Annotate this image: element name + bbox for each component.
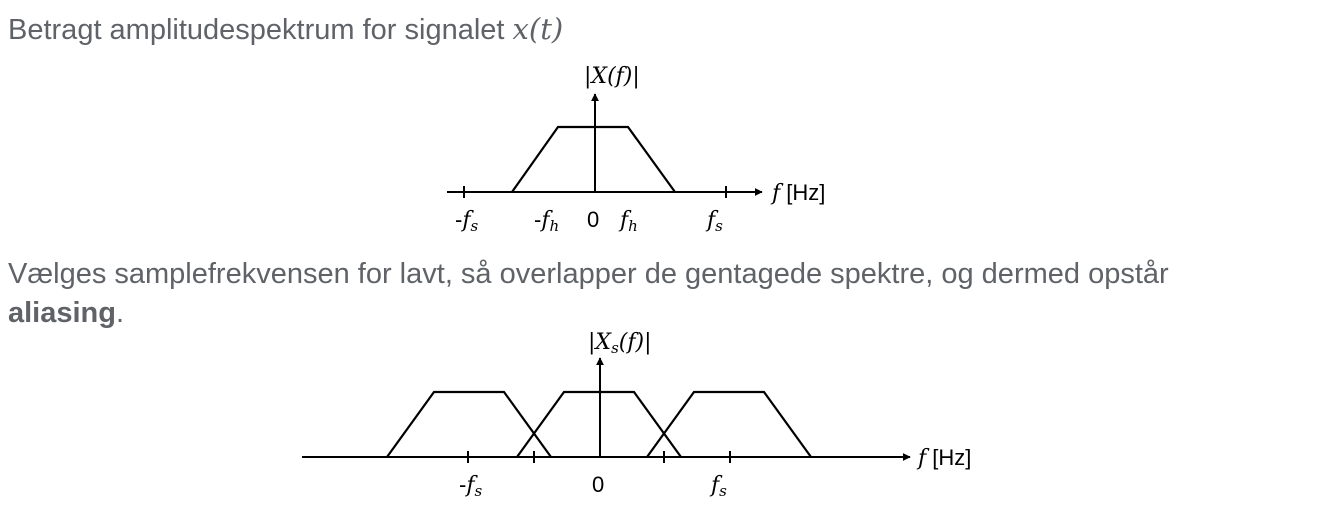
d2-label-neg-fs: -fs: [459, 472, 482, 500]
d1-label-fs: fs: [705, 208, 723, 235]
spectrum-diagram-sampled: |Xs(f)| f [Hz] -fs 0 fs: [302, 330, 971, 500]
d2-replica-left: [386, 390, 552, 458]
d1-label-neg-fs: -fs: [455, 207, 478, 235]
d1-trapezoid-spectrum: [511, 125, 676, 193]
d2-ylabel: |Xs(f)|: [588, 330, 652, 357]
d1-ylabel: |X(f)|: [584, 64, 640, 89]
d2-replica-center: [516, 390, 682, 458]
d1-label-zero: 0: [587, 207, 599, 232]
spectrum-diagram-original: |X(f)| f [Hz] -fs -fh 0 fh fs: [447, 64, 825, 235]
d1-label-fh: fh: [618, 208, 638, 235]
d2-replica-right: [646, 390, 812, 458]
aliasing-period: .: [116, 297, 125, 329]
aliasing-explanation: Vælges samplefrekvensen for lavt, så ove…: [8, 257, 1169, 291]
d1-xlabel: f [Hz]: [770, 180, 825, 206]
d2-label-zero: 0: [592, 472, 604, 497]
aliasing-term-line: aliasing.: [8, 296, 124, 330]
aliasing-term: aliasing: [8, 297, 116, 329]
d2-label-fs: fs: [709, 473, 727, 500]
aliasing-sentence: Vælges samplefrekvensen for lavt, så ove…: [8, 258, 1169, 290]
intro-sentence: Betragt amplitudespektrum for signalet: [8, 14, 513, 46]
d2-xlabel: f [Hz]: [916, 445, 971, 471]
d1-label-neg-fh: -fh: [534, 207, 559, 235]
intro-text: Betragt amplitudespektrum for signalet x…: [8, 12, 563, 47]
signal-symbol: x(t): [512, 12, 564, 46]
